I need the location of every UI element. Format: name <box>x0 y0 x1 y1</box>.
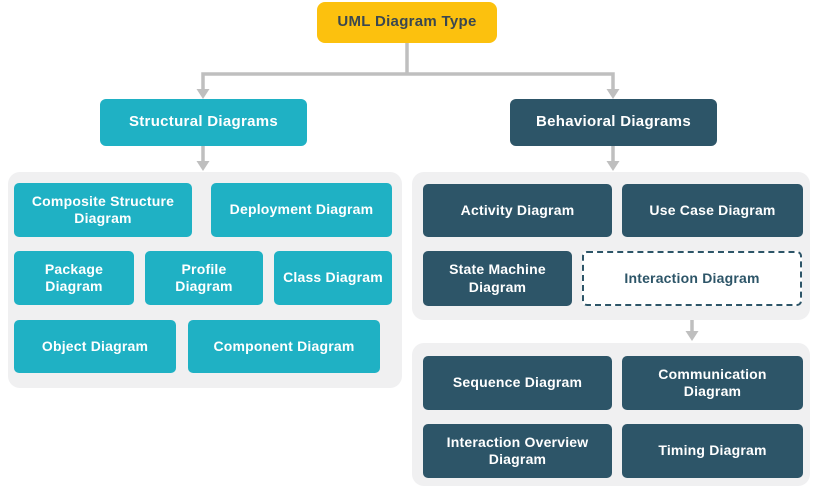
arrowhead-structural-branch <box>196 89 210 99</box>
node-profile-diagram: Profile Diagram <box>145 251 263 305</box>
node-uml-diagram-type: UML Diagram Type <box>317 2 497 43</box>
node-state-machine-diagram: State Machine Diagram <box>423 251 572 306</box>
node-activity-diagram: Activity Diagram <box>423 184 612 237</box>
node-interaction-overview-diagram: Interaction Overview Diagram <box>423 424 612 478</box>
arrowhead-behavioral-group <box>606 161 620 171</box>
arrowhead-structural-group <box>196 161 210 171</box>
node-class-diagram: Class Diagram <box>274 251 392 305</box>
node-interaction-diagram: Interaction Diagram <box>582 251 802 306</box>
node-use-case-diagram: Use Case Diagram <box>622 184 803 237</box>
node-sequence-diagram: Sequence Diagram <box>423 356 612 410</box>
node-timing-diagram: Timing Diagram <box>622 424 803 478</box>
node-package-diagram: Package Diagram <box>14 251 134 305</box>
node-object-diagram: Object Diagram <box>14 320 176 373</box>
arrowhead-interaction-group <box>685 331 699 341</box>
node-communication-diagram: Communication Diagram <box>622 356 803 410</box>
node-composite-structure-diagram: Composite Structure Diagram <box>14 183 192 237</box>
node-structural-diagrams: Structural Diagrams <box>100 99 307 146</box>
node-component-diagram: Component Diagram <box>188 320 380 373</box>
node-deployment-diagram: Deployment Diagram <box>211 183 392 237</box>
connector-branch-split <box>201 72 615 90</box>
node-behavioral-diagrams: Behavioral Diagrams <box>510 99 717 146</box>
arrowhead-behavioral-branch <box>606 89 620 99</box>
